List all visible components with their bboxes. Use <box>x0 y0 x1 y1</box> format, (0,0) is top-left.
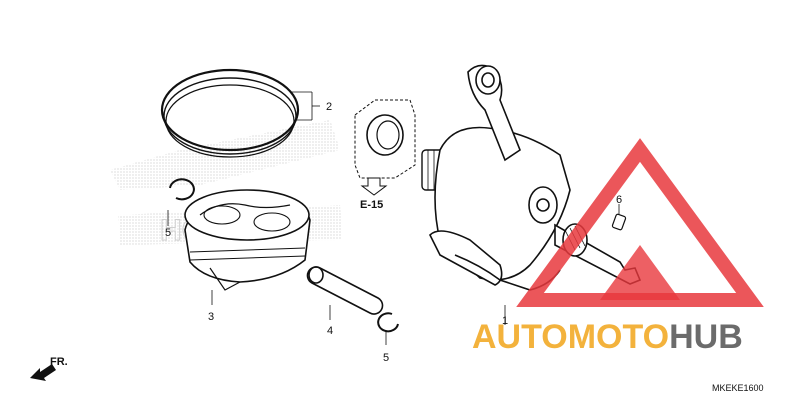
callout-2: 2 <box>326 101 332 113</box>
diagram-code: MKEKE1600 <box>712 383 764 393</box>
callout-3: 3 <box>208 311 214 323</box>
automotohub-logo: AUTOMOTOHUB <box>472 138 764 356</box>
piston-pin-clip-right <box>377 312 399 345</box>
callout-6: 6 <box>616 194 622 206</box>
callout-5-left: 5 <box>165 227 171 239</box>
front-direction-indicator: FR. <box>30 356 68 381</box>
bearing-reference <box>354 99 416 196</box>
piston-ring-set <box>160 68 320 158</box>
logo-part-auto: AUTO <box>472 318 568 356</box>
piston-pin <box>306 266 384 320</box>
svg-text:AUTOMOTOHUB: AUTOMOTOHUB <box>472 318 743 356</box>
woodruff-key <box>611 204 627 231</box>
logo-part-hub: HUB <box>669 318 743 356</box>
logo-part-moto: MOTO <box>568 318 669 356</box>
piston-pin-clip-left <box>167 178 195 226</box>
piston <box>184 189 311 305</box>
callout-1: 1 <box>502 315 508 327</box>
callout-4: 4 <box>327 325 333 337</box>
reference-e15: E-15 <box>360 199 383 211</box>
crankshaft <box>421 64 642 325</box>
front-label: FR. <box>50 356 68 368</box>
front-arrow-icon <box>30 364 56 381</box>
callout-5-right: 5 <box>383 352 389 364</box>
